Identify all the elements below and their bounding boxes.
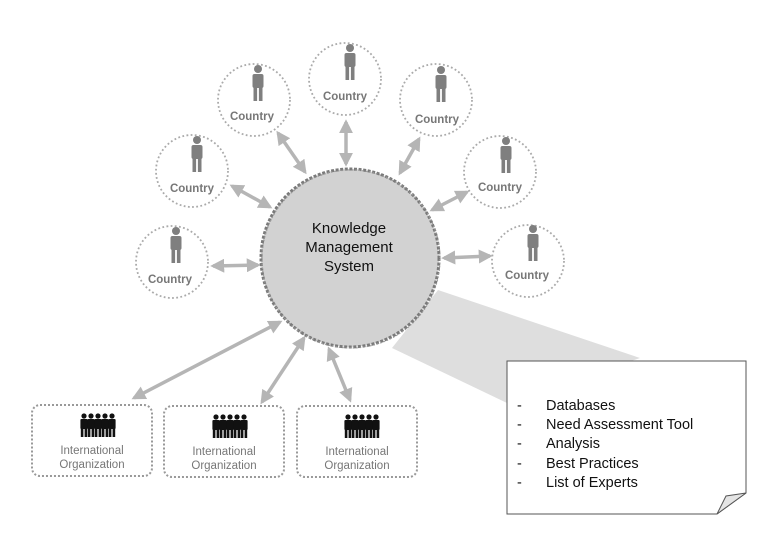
country-label: Country bbox=[323, 91, 368, 103]
arrow-country-2 bbox=[229, 184, 273, 209]
arrow-country-6 bbox=[429, 190, 470, 212]
hub-line-2: Management bbox=[305, 239, 393, 256]
arrow-org-2 bbox=[260, 335, 306, 405]
organization-label-line-1: International bbox=[325, 446, 388, 458]
note-bullet: - bbox=[517, 398, 522, 414]
knowledge-management-hub: Knowledge Management System bbox=[259, 167, 441, 349]
country-node-3: Country bbox=[217, 63, 291, 137]
note-item-best-practices: Best Practices bbox=[546, 456, 639, 472]
note-bullet: - bbox=[517, 456, 522, 472]
note-card: - Databases - Need Assessment Tool - Ana… bbox=[506, 360, 747, 515]
note-bullet: - bbox=[517, 417, 522, 433]
organization-node-1: International Organization bbox=[31, 404, 153, 477]
country-label: Country bbox=[415, 114, 460, 126]
country-node-4: Country bbox=[308, 42, 382, 116]
organization-label-line-2: Organization bbox=[59, 459, 124, 471]
arrow-country-3 bbox=[276, 130, 307, 175]
organization-label-line-1: International bbox=[192, 446, 255, 458]
note-bullet: - bbox=[517, 436, 522, 452]
country-label: Country bbox=[148, 274, 193, 286]
country-node-2: Country bbox=[155, 134, 229, 208]
organization-label-line-1: International bbox=[60, 445, 123, 457]
note-item-need-assessment-tool: Need Assessment Tool bbox=[546, 417, 693, 433]
country-label: Country bbox=[170, 183, 215, 195]
note-bullet: - bbox=[517, 475, 522, 491]
country-node-6: Country bbox=[463, 135, 537, 209]
country-node-1: Country bbox=[135, 225, 209, 299]
organization-node-3: International Organization bbox=[296, 405, 418, 478]
page-curl bbox=[716, 492, 747, 515]
arrow-org-3 bbox=[326, 346, 353, 403]
connectors bbox=[131, 119, 493, 405]
country-label: Country bbox=[505, 270, 550, 282]
arrow-country-7 bbox=[441, 249, 493, 265]
arrow-country-5 bbox=[398, 136, 421, 176]
organization-label-line-2: Organization bbox=[324, 460, 389, 472]
organization-label-line-2: Organization bbox=[191, 460, 256, 472]
country-node-7: Country bbox=[491, 224, 565, 298]
hub-line-1: Knowledge bbox=[312, 220, 386, 237]
country-label: Country bbox=[230, 111, 275, 123]
arrow-org-1 bbox=[131, 320, 283, 400]
note-item-analysis: Analysis bbox=[546, 436, 600, 452]
country-label: Country bbox=[478, 182, 523, 194]
country-node-5: Country bbox=[399, 63, 473, 137]
note-item-list-of-experts: List of Experts bbox=[546, 475, 638, 491]
note-item-databases: Databases bbox=[546, 398, 615, 414]
organization-node-2: International Organization bbox=[163, 405, 285, 478]
arrow-country-1 bbox=[210, 258, 261, 273]
hub-line-3: System bbox=[324, 258, 374, 275]
